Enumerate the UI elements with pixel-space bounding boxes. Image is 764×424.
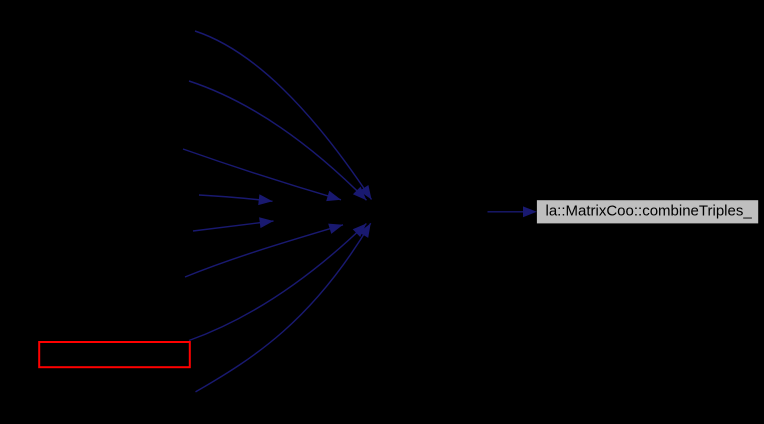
svg-text:la::MatrixCoo::combineTriples_: la::MatrixCoo::combineTriples_ [546,203,753,220]
